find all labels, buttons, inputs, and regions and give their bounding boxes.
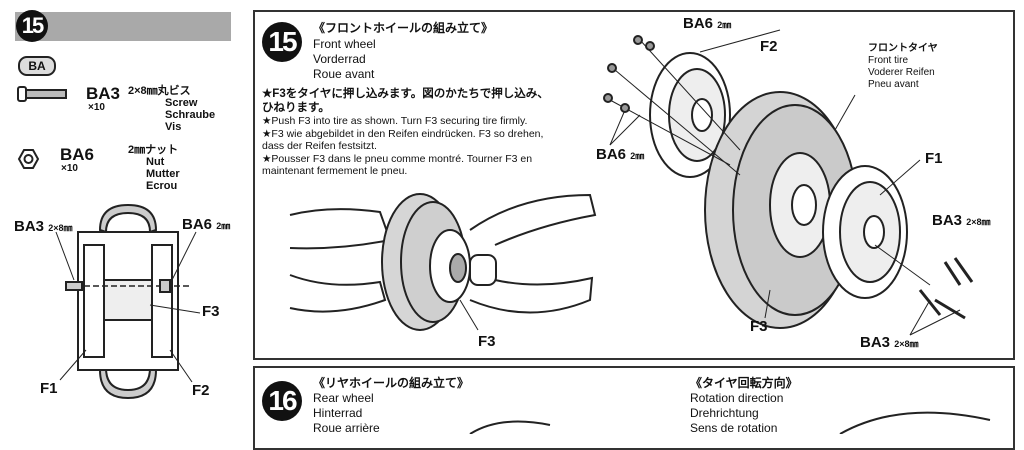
label-f1: F1 bbox=[925, 150, 943, 167]
label-ba3: BA3 2×8㎜ bbox=[14, 218, 73, 235]
part-name: Schraube bbox=[165, 109, 216, 121]
part-jp-name: 2㎜ナット bbox=[128, 144, 179, 156]
label-f2: F2 bbox=[192, 382, 210, 399]
step-number-badge: 15 bbox=[16, 10, 48, 42]
step-title-en: Rear wheel bbox=[313, 391, 374, 405]
part-name: Nut bbox=[146, 156, 165, 168]
step-number-badge: 16 bbox=[262, 381, 302, 421]
step-title-en: Front wheel bbox=[313, 37, 376, 51]
wheel-cross-section bbox=[55, 203, 201, 400]
instructions: ★F3をタイヤに押し込みます。図のかたちで押し込み、 ひねります。 ★Push … bbox=[262, 88, 549, 177]
part-name: Mutter bbox=[146, 168, 180, 180]
rotation-title-de: Drehrichtung bbox=[690, 406, 759, 420]
step-title-jp: 《フロントホイールの組み立て》 bbox=[313, 21, 494, 35]
front-wheel-exploded-illustration bbox=[603, 29, 974, 336]
screw-icon bbox=[17, 86, 67, 102]
illustrations bbox=[17, 29, 991, 434]
step-title-jp: 《リヤホイールの組み立て》 bbox=[313, 376, 470, 390]
part-names: Nut Mutter Ecrou bbox=[146, 156, 180, 192]
rear-wheel-partial-illustration bbox=[469, 411, 991, 434]
part-code: BA3 bbox=[86, 84, 121, 103]
step-15-panel bbox=[253, 10, 1015, 360]
rotation-title-en: Rotation direction bbox=[690, 391, 784, 405]
bag-label: BA bbox=[18, 56, 56, 76]
rotation-title-jp: 《タイヤ回転方向》 bbox=[690, 376, 798, 390]
label-f3: F3 bbox=[750, 318, 768, 335]
nut-icon bbox=[17, 149, 40, 169]
step-number-badge: 15 bbox=[262, 22, 302, 62]
part-name: Vis bbox=[165, 121, 182, 133]
label-ba3-right: BA3 2×8㎜ bbox=[932, 212, 991, 229]
label-ba3-bottom: BA3 2×8㎜ bbox=[860, 334, 919, 351]
step-header-bar bbox=[15, 12, 231, 41]
rotation-title-fr: Sens de rotation bbox=[690, 421, 778, 435]
step-title-de: Vorderrad bbox=[313, 52, 366, 66]
part-name: Screw bbox=[165, 97, 198, 109]
label-f1: F1 bbox=[40, 380, 58, 397]
step-title-fr: Roue avant bbox=[313, 67, 375, 81]
label-f3-hand: F3 bbox=[478, 333, 496, 350]
step-title-de: Hinterrad bbox=[313, 406, 363, 420]
label-f3: F3 bbox=[202, 303, 220, 320]
step-title-fr: Roue arrière bbox=[313, 421, 380, 435]
label-f2: F2 bbox=[760, 38, 778, 55]
part-qty: ×10 bbox=[61, 163, 78, 174]
hands-pushing-f3-illustration bbox=[289, 193, 597, 331]
label-ba6-left: BA6 2㎜ bbox=[596, 146, 645, 163]
part-code: BA6 bbox=[60, 145, 95, 164]
label-ba6-top: BA6 2㎜ bbox=[683, 15, 732, 32]
front-tire-label: フロントタイヤ Front tire Voderer Reifen Pneu a… bbox=[868, 43, 938, 90]
part-name: Ecrou bbox=[146, 180, 178, 192]
part-jp-name: 2×8㎜丸ビス bbox=[128, 85, 191, 97]
label-ba6: BA6 2㎜ bbox=[182, 216, 231, 233]
part-names: Screw Schraube Vis bbox=[165, 97, 215, 133]
part-qty: ×10 bbox=[88, 102, 105, 113]
